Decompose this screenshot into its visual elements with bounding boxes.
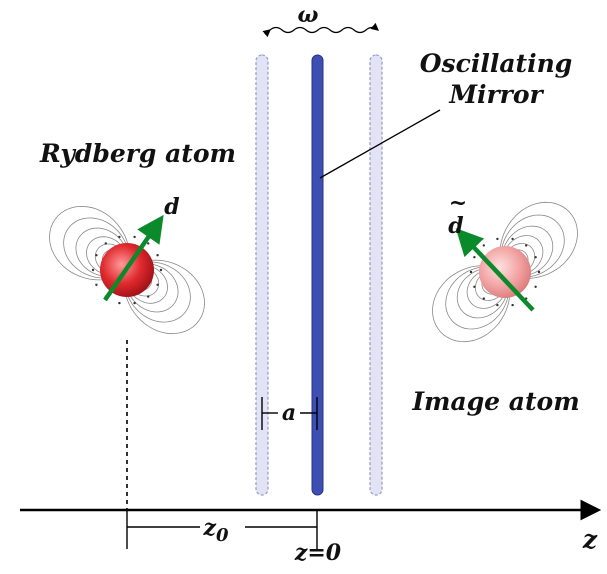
mirror-label-line1: Oscillating <box>420 49 572 78</box>
image-dipole-label: d <box>448 213 463 239</box>
distance-marker: z0 <box>126 510 318 549</box>
image-field-dot-9 <box>482 244 485 247</box>
rydberg-field-line-9 <box>63 217 130 279</box>
image-field-dot-11 <box>511 237 514 241</box>
rydberg-field-dot-9 <box>104 242 108 245</box>
rydberg-field-dot-13 <box>156 254 159 257</box>
image-field-dot-8 <box>473 256 476 259</box>
rydberg-field-dot-2 <box>147 295 150 298</box>
rydberg-field-line-11 <box>49 205 131 281</box>
image-field-line-8 <box>500 214 565 278</box>
image-field-dot-6 <box>473 285 476 288</box>
dipole-label: d <box>164 194 179 220</box>
origin-label: z=0 <box>294 540 342 566</box>
oscillation-wave <box>262 22 379 38</box>
oscillating-mirror <box>311 54 324 496</box>
rydberg-field-dot-6 <box>95 283 98 286</box>
image-field-dot-4 <box>496 303 499 307</box>
image-atom-sphere <box>479 246 531 298</box>
rydberg-field-dot-10 <box>118 235 121 239</box>
rydberg-field-dot-8 <box>95 254 98 257</box>
rydberg-field-dot-12 <box>147 242 150 245</box>
rydberg-field-dot-0 <box>159 268 163 272</box>
image-atom: d ~ <box>448 190 535 312</box>
rydberg-field-dot-7 <box>91 268 95 272</box>
image-field-dot-1 <box>534 285 537 288</box>
mirror-pointer-line <box>319 109 441 179</box>
dipole-arrow <box>103 214 164 302</box>
displacement-label: a <box>282 400 296 426</box>
image-dipole-arrow <box>455 228 535 312</box>
rydberg-field-dot-11 <box>133 235 136 239</box>
oscillation-indicator: ω <box>262 2 379 38</box>
image-field-line-10 <box>499 201 578 279</box>
mirror-group <box>255 54 383 496</box>
image-dipole-tilde: ~ <box>449 190 467 216</box>
image-field-line-11 <box>432 265 511 343</box>
rydberg-field-line-10 <box>123 259 205 335</box>
rydberg-field-line-8 <box>124 261 191 323</box>
distance-label: z0 <box>202 515 229 546</box>
image-field-dot-5 <box>482 297 485 300</box>
rydberg-field-dot-3 <box>133 301 136 305</box>
mirror-label-group: Oscillating Mirror <box>319 49 572 179</box>
image-atom-label: Image atom <box>411 387 579 416</box>
z-axis-label: z <box>582 525 598 554</box>
displacement-marker: a <box>261 397 318 430</box>
image-field-dot-3 <box>511 303 514 307</box>
image-field-dot-7 <box>469 270 473 274</box>
image-field-dot-13 <box>534 256 537 259</box>
image-field-dot-0 <box>537 270 541 274</box>
mirror-ghost-left <box>255 54 269 496</box>
image-field-dot-12 <box>525 244 528 247</box>
rydberg-field-dot-4 <box>118 301 121 305</box>
image-field-dot-10 <box>496 237 499 241</box>
rydberg-field-dot-1 <box>156 283 159 286</box>
rydberg-atom: d <box>100 194 180 302</box>
mirror-ghost-right <box>369 54 383 496</box>
rydberg-atom-label: Rydberg atom <box>39 139 236 168</box>
omega-label: ω <box>298 2 319 28</box>
mirror-label-line2: Mirror <box>448 80 544 109</box>
image-field-line-9 <box>445 266 510 330</box>
